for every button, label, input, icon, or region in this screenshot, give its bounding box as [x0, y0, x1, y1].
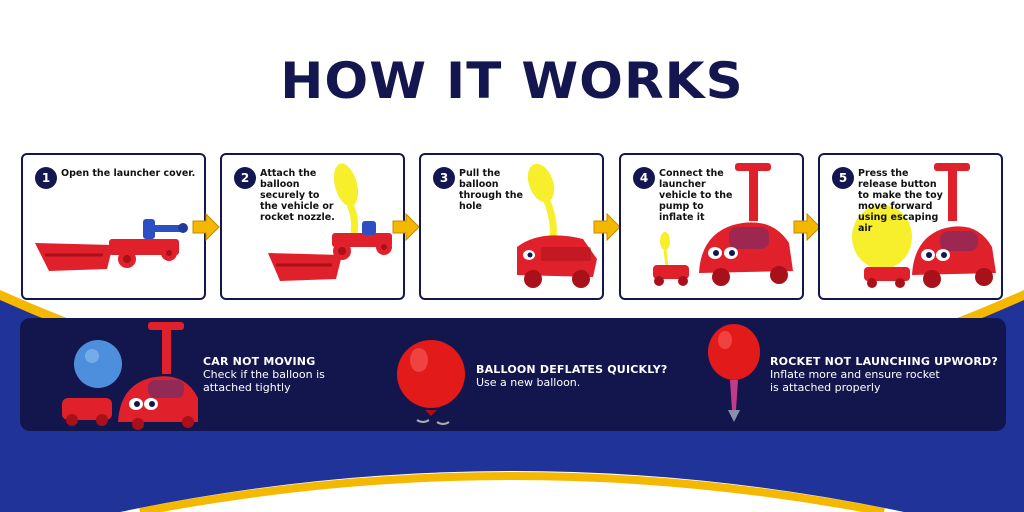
step-number: 5: [832, 167, 854, 189]
tip-car-not-moving: CAR NOT MOVING Check if the balloon is a…: [203, 355, 325, 394]
step-text: Open the launcher cover.: [61, 168, 196, 179]
tip-body: Inflate more and ensure rocket: [770, 368, 940, 381]
launcher-open-illustration: [35, 219, 188, 271]
tip-heading: CAR NOT MOVING: [203, 355, 316, 368]
red-balloon-icon: [397, 340, 465, 425]
release-car-illustration: [852, 163, 996, 288]
tip-body: is attached properly: [770, 381, 881, 394]
tip-heading: ROCKET NOT LAUNCHING UPWORD?: [770, 355, 998, 368]
step-text: Connect the launcher vehicle to the pump…: [659, 168, 733, 223]
step-card-4: 4 Connect the launcher vehicle to the pu…: [619, 153, 804, 300]
tip-body: Check if the balloon is: [203, 368, 325, 381]
attach-balloon-illustration: [268, 163, 392, 281]
tip-body: attached tightly: [203, 381, 291, 394]
step-card-2: 2 Attach the balloon securely to the veh…: [220, 153, 405, 300]
step-text: Attach the balloon securely to the vehic…: [260, 168, 335, 223]
step-text: Pull the balloon through the hole: [459, 168, 523, 212]
tip-balloon-deflates: BALLOON DEFLATES QUICKLY? Use a new ball…: [476, 363, 667, 389]
pump-car-illustration: [653, 163, 793, 286]
step-number: 3: [433, 167, 455, 189]
step-number: 1: [35, 167, 57, 189]
step-text: Press the release button to make the toy…: [858, 168, 943, 234]
troubleshooting-panel: CAR NOT MOVING Check if the balloon is a…: [20, 318, 1006, 431]
step-number: 4: [633, 167, 655, 189]
arrow-right-icon: [592, 212, 622, 242]
tip-heading: BALLOON DEFLATES QUICKLY?: [476, 363, 668, 376]
step-card-5: 5 Press the release button to make the t…: [818, 153, 1003, 300]
step-card-3: 3 Pull the balloon through the hole: [419, 153, 604, 300]
tip-rocket-not-launching: ROCKET NOT LAUNCHING UPWORD? Inflate mor…: [770, 355, 998, 394]
arrow-right-icon: [391, 212, 421, 242]
page-title: HOW IT WORKS: [280, 52, 744, 110]
car-balloon-pump-illustration: [62, 322, 198, 430]
step-number: 2: [234, 167, 256, 189]
arrow-right-icon: [191, 212, 221, 242]
step-card-1: 1 Open the launcher cover.: [21, 153, 206, 300]
tip-body: Use a new balloon.: [476, 376, 581, 389]
rocket-car-illustration: [517, 163, 597, 288]
rocket-balloon-icon: [708, 324, 760, 422]
arrow-right-icon: [792, 212, 822, 242]
